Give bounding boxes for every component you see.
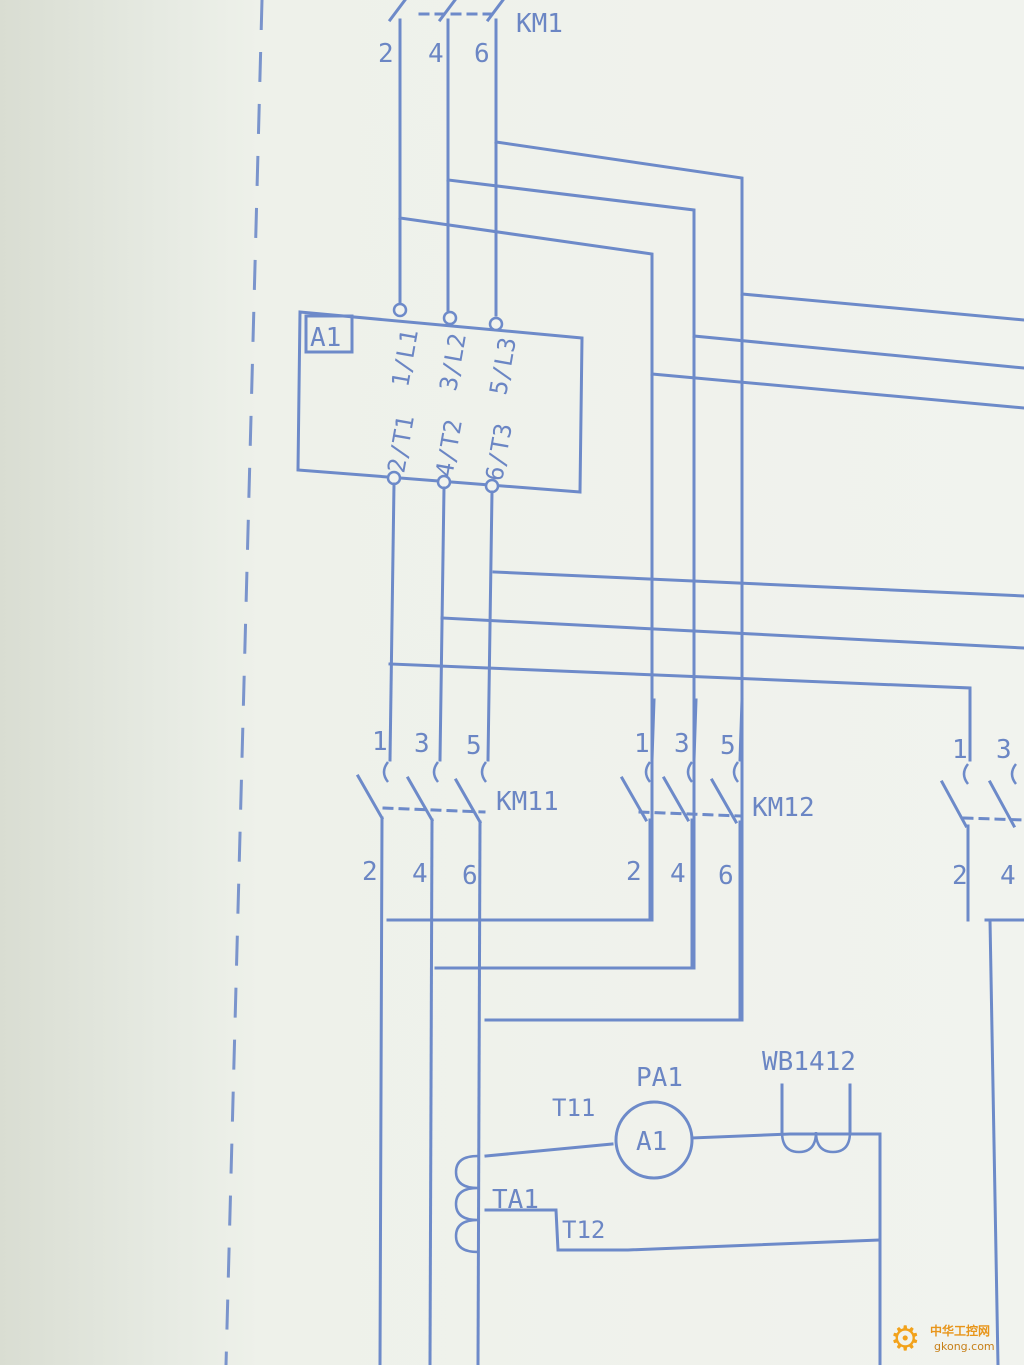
- km11-num-3: 3: [414, 729, 430, 759]
- a1-out-6t3: 6/T3: [480, 421, 518, 483]
- km11-num-5: 5: [466, 731, 482, 761]
- bypass-wiring: [386, 140, 1024, 1022]
- a1-out-4t2: 4/T2: [430, 417, 468, 479]
- watermark-url: gkong.com: [934, 1340, 995, 1353]
- km12-label: KM12: [752, 793, 815, 823]
- km12-num-4: 4: [670, 859, 686, 889]
- km1-num-4: 4: [428, 39, 444, 69]
- current-transformer-ta1: [454, 1154, 479, 1254]
- km13-num-3: 3: [996, 735, 1012, 765]
- watermark-text: 中华工控网: [930, 1324, 991, 1338]
- km13-num-1: 1: [952, 735, 968, 765]
- t12-label: T12: [562, 1216, 605, 1244]
- km11-num-2: 2: [362, 857, 378, 887]
- km11-num-4: 4: [412, 859, 428, 889]
- km12-num-3: 3: [674, 729, 690, 759]
- ammeter-circuit: [484, 1083, 882, 1365]
- ta1-label: TA1: [492, 1185, 539, 1215]
- ammeter-pa1: [614, 1100, 694, 1180]
- km11-num-6: 6: [462, 861, 478, 891]
- km11-num-1: 1: [372, 727, 388, 757]
- km12-contacts: [619, 761, 742, 1022]
- km13-num-2: 2: [952, 861, 968, 891]
- km1-num-2: 2: [378, 39, 394, 69]
- km1-label: KM1: [516, 9, 563, 39]
- gear-icon: ⚙: [890, 1319, 921, 1359]
- a1-in-3l2: 3/L2: [434, 331, 472, 393]
- km11-contacts: [355, 761, 488, 1365]
- ammeter-a1-label: A1: [636, 1127, 667, 1157]
- km1-contacts: [387, 0, 505, 317]
- a1-box-label: A1: [310, 323, 341, 353]
- pa1-label: PA1: [636, 1063, 683, 1093]
- km12-num-6: 6: [718, 861, 734, 891]
- a1-in-1l1: 1/L1: [386, 327, 424, 389]
- a1-in-5l3: 5/L3: [484, 335, 522, 397]
- a1-out-2t1: 2/T1: [382, 413, 420, 475]
- a1-soft-starter: [296, 302, 584, 494]
- wb1412-transducer: [780, 1131, 852, 1154]
- km13-contacts: [939, 763, 1024, 1365]
- km12-num-1: 1: [634, 729, 650, 759]
- watermark: ⚙ 中华工控网 gkong.com: [890, 1320, 1020, 1360]
- a1-output-wiring: [388, 482, 1024, 762]
- dashed-boundary-line: [224, 0, 264, 1365]
- km12-num-2: 2: [626, 857, 642, 887]
- t11-label: T11: [552, 1094, 595, 1122]
- wb1412-label: WB1412: [762, 1047, 856, 1077]
- km11-label: KM11: [496, 787, 559, 817]
- km12-num-5: 5: [720, 731, 736, 761]
- km1-num-6: 6: [474, 39, 490, 69]
- km13-num-4: 4: [1000, 861, 1016, 891]
